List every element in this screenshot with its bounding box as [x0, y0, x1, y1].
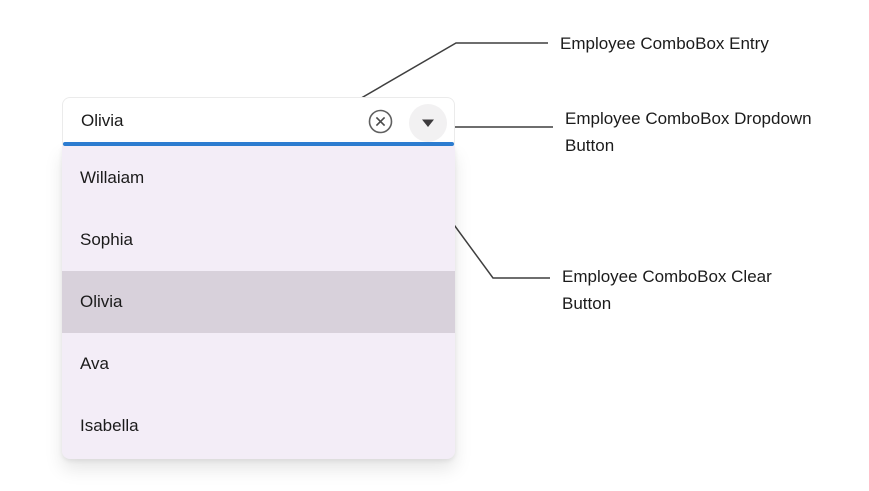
annotation-dropdown-label: Employee ComboBox Dropdown Button — [565, 109, 812, 155]
list-item[interactable]: Willaiam — [80, 168, 145, 187]
combobox-clear-button[interactable] — [368, 109, 393, 134]
accent-underline — [63, 142, 454, 146]
annotation-clear-label: Employee ComboBox Clear Button — [562, 267, 772, 313]
annotation-entry-label: Employee ComboBox Entry — [560, 34, 769, 53]
combobox-entry[interactable] — [62, 97, 455, 146]
combobox-dropdown-button[interactable] — [409, 104, 447, 142]
list-item[interactable]: Sophia — [80, 230, 133, 249]
triangle-down-icon — [422, 119, 434, 127]
combobox-entry-input[interactable] — [81, 99, 356, 142]
list-item[interactable]: Olivia — [62, 271, 455, 333]
list-item[interactable]: Isabella — [80, 416, 139, 435]
list-item[interactable]: Ava — [80, 354, 109, 373]
clear-icon — [368, 109, 393, 134]
